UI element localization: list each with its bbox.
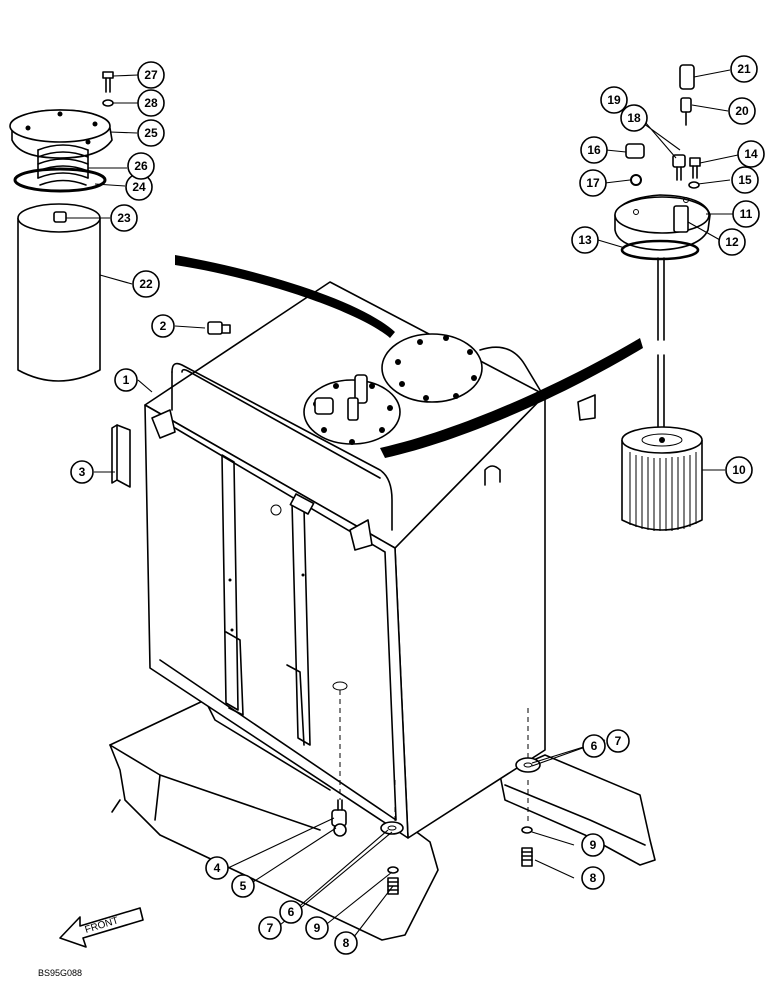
front-direction-arrow: FRONT — [59, 907, 144, 948]
svg-text:18: 18 — [627, 111, 641, 125]
callout-7: 7 — [258, 916, 282, 940]
svg-text:2: 2 — [160, 319, 167, 333]
suction-strainer-assembly — [614, 64, 711, 531]
hydraulic-tank — [144, 281, 596, 839]
callout-6b: 6 — [582, 734, 606, 758]
callout-15: 15 — [731, 166, 759, 194]
callout-8b: 8 — [581, 866, 605, 890]
tank-strap-bands — [175, 255, 643, 458]
callout-26: 26 — [127, 152, 155, 180]
callout-18: 18 — [620, 104, 648, 132]
svg-text:4: 4 — [214, 861, 221, 875]
svg-text:27: 27 — [144, 68, 158, 82]
callout-8: 8 — [334, 931, 358, 955]
svg-text:7: 7 — [267, 921, 274, 935]
callout-11: 11 — [732, 200, 760, 228]
callout-3: 3 — [70, 460, 94, 484]
callout-7b: 7 — [606, 729, 630, 753]
svg-text:11: 11 — [740, 207, 753, 221]
breather-fitting — [207, 321, 231, 335]
callout-20: 20 — [728, 97, 756, 125]
svg-text:26: 26 — [134, 159, 148, 173]
svg-text:17: 17 — [586, 176, 600, 190]
callout-13: 13 — [571, 226, 599, 254]
svg-text:16: 16 — [587, 143, 601, 157]
svg-text:8: 8 — [343, 936, 350, 950]
svg-text:8: 8 — [590, 871, 597, 885]
svg-text:20: 20 — [735, 104, 749, 118]
callout-5: 5 — [231, 874, 255, 898]
svg-text:6: 6 — [591, 739, 598, 753]
svg-text:13: 13 — [578, 233, 592, 247]
svg-text:12: 12 — [725, 235, 739, 249]
svg-text:21: 21 — [737, 62, 751, 76]
callout-bubbles: 1 2 3 4 5 6 7 9 8 6 7 9 8 10 11 12 13 14… — [70, 55, 765, 955]
callout-1: 1 — [114, 368, 138, 392]
callout-19: 19 — [600, 86, 628, 114]
svg-text:22: 22 — [139, 277, 153, 291]
callout-25: 25 — [137, 119, 165, 147]
callout-9: 9 — [305, 916, 329, 940]
callout-14: 14 — [737, 140, 765, 168]
svg-text:23: 23 — [117, 211, 131, 225]
svg-text:24: 24 — [132, 180, 146, 194]
svg-text:6: 6 — [288, 905, 295, 919]
callout-27: 27 — [137, 61, 165, 89]
svg-text:10: 10 — [732, 463, 746, 477]
callout-22: 22 — [132, 270, 160, 298]
svg-text:9: 9 — [590, 838, 597, 852]
svg-text:9: 9 — [314, 921, 321, 935]
callout-4: 4 — [205, 856, 229, 880]
svg-text:1: 1 — [123, 373, 130, 387]
callout-16: 16 — [580, 136, 608, 164]
callout-23: 23 — [110, 204, 138, 232]
callout-9b: 9 — [581, 833, 605, 857]
document-code: BS95G088 — [38, 968, 82, 978]
svg-text:14: 14 — [744, 147, 758, 161]
return-filter-assembly — [9, 71, 114, 382]
callout-10: 10 — [725, 456, 753, 484]
svg-text:19: 19 — [607, 93, 621, 107]
svg-text:5: 5 — [240, 879, 247, 893]
base-frame-right — [499, 754, 656, 866]
callout-2: 2 — [151, 314, 175, 338]
svg-text:28: 28 — [144, 96, 158, 110]
callout-28: 28 — [137, 89, 165, 117]
svg-text:3: 3 — [79, 465, 86, 479]
svg-text:7: 7 — [615, 734, 622, 748]
callout-17: 17 — [579, 169, 607, 197]
callout-12: 12 — [718, 228, 746, 256]
callout-21: 21 — [730, 55, 758, 83]
svg-text:15: 15 — [738, 173, 752, 187]
side-bracket — [111, 424, 131, 488]
svg-text:25: 25 — [144, 126, 158, 140]
callout-6: 6 — [279, 900, 303, 924]
